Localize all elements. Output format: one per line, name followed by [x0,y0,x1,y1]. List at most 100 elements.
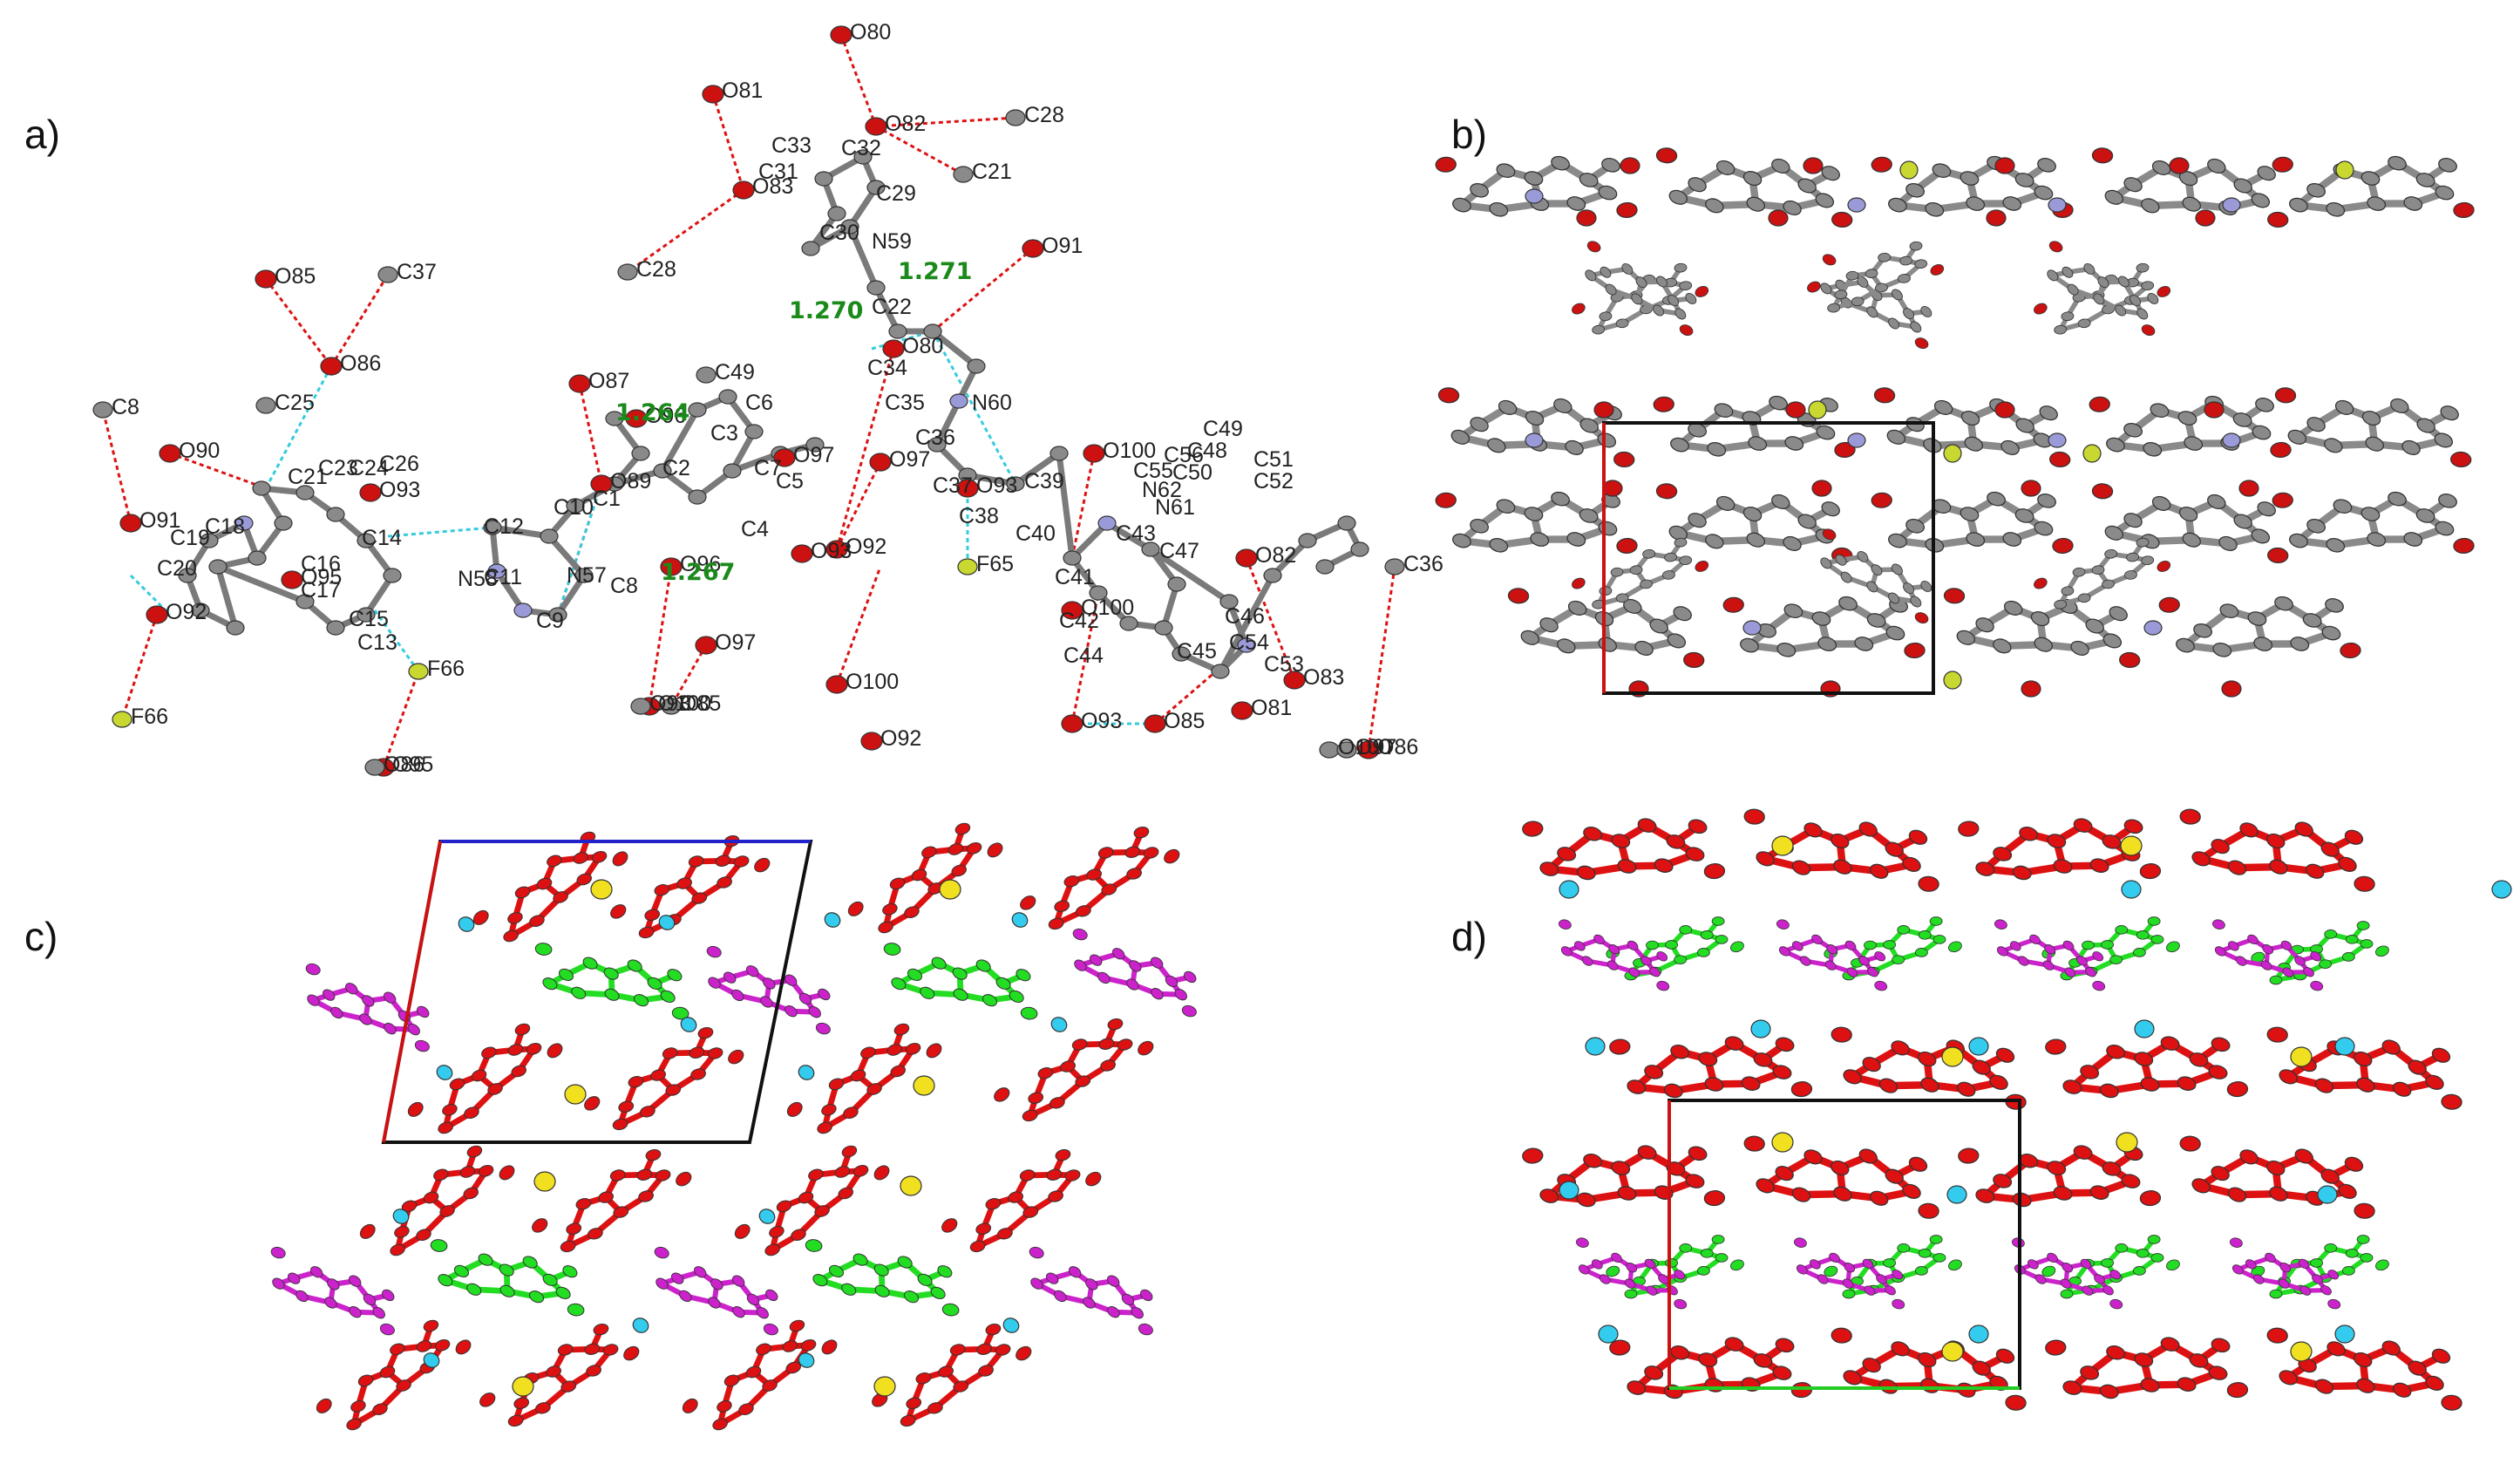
molecule-atom [609,1169,626,1181]
molecule-atom [1914,1266,1928,1276]
molecule-atom [481,1046,497,1059]
molecule-atom [1143,847,1159,859]
molecule-atom [627,959,642,972]
hbond-red [1070,453,1096,559]
molecule-atom [2252,1274,2265,1284]
molecule-atom [1649,618,1668,634]
molecule-atom [2136,308,2149,320]
oxygen-atom [2221,680,2242,698]
cyan-atom [824,912,841,928]
molecule [1522,1145,1726,1208]
molecule-atom [1972,1360,1991,1376]
molecule-atom [1960,507,1980,521]
molecule-atom [417,1005,430,1018]
atom-label: N62 [1142,478,1182,502]
molecule-atom [1496,499,1516,514]
molecule-atom [526,1042,542,1055]
molecule [359,1145,515,1256]
molecule-atom [1611,1252,1622,1263]
bond-length-label-4: 1.267 [661,559,735,586]
molecule-atom [2166,1259,2180,1271]
atom-label: C39 [1024,469,1064,494]
molecule-atom [893,1023,910,1036]
cyan-atom [436,1065,453,1080]
molecule-atom [1470,518,1489,534]
molecule-atom [1910,321,1922,333]
molecule-atom [598,1191,614,1203]
atom-label: O89 [610,469,651,494]
atom-label: C36 [1403,552,1443,576]
atom-label: O82 [885,112,926,136]
molecule-atom [1613,451,1635,467]
molecule-atom [1824,1265,1838,1277]
molecule [1437,387,1635,467]
atom-label: O90 [179,439,220,463]
molecule-atom [2150,935,2164,944]
hbond-cyan [871,330,934,351]
molecule [941,1148,1102,1253]
molecule-atom [1843,1069,1862,1085]
molecule-atom [1791,1187,1811,1202]
molecule-atom [2208,1365,2228,1380]
oxygen-atom [359,483,382,502]
oxygen-atom [773,448,796,467]
atom-label: C38 [959,504,999,528]
molecule-atom [2208,1065,2228,1079]
carbon-atom [1005,109,1026,126]
molecule-atom [2092,980,2106,991]
molecule-atom [1627,1079,1647,1094]
atom-label: C4 [741,517,769,541]
molecule-atom [1496,163,1516,178]
atom-label: C14 [362,526,402,550]
molecule-atom [571,986,587,999]
molecule-atom [2211,1037,2231,1052]
molecule-atom [1605,283,1617,296]
atom-label: N60 [972,391,1012,415]
molecule-atom [1844,1263,1856,1273]
ring-bond [1147,546,1233,605]
molecule-atom [2012,1192,2032,1208]
molecule-atom [350,1399,366,1413]
oxygen-atom [625,409,648,428]
carbon-atom [383,568,402,583]
oxygen-atom [732,180,755,200]
molecule-atom [2062,1263,2074,1273]
molecule [1020,826,1180,930]
molecule [1958,818,2162,881]
molecule-atom [2060,1289,2074,1299]
molecule-atom [2029,934,2041,945]
molecule-atom [466,1283,482,1296]
molecule-atom [2415,508,2435,523]
hbond-red [101,409,132,524]
molecule-atom [1857,276,1869,288]
molecule-atom [2053,859,2073,874]
atom-label: C55 [1133,459,1173,483]
molecule-atom [1840,571,1852,583]
ring-bond [546,533,588,579]
molecule-atom [1653,396,1674,412]
molecule-atom [953,988,968,1001]
molecule-atom [1679,925,1693,935]
molecule-atom [2115,304,2127,317]
carbon-atom [326,620,345,636]
molecule-atom [2014,508,2034,523]
panel-b-packing [1435,147,2475,698]
molecule-atom [691,892,708,904]
molecule-atom [650,1069,666,1081]
hbond-red [835,566,882,685]
hbond-red [329,274,390,367]
hbond-red [1070,592,1100,725]
molecule-atom [1892,955,1905,964]
molecule-atom [754,857,771,873]
molecule-atom [1933,399,1953,415]
molecule-atom [689,1046,705,1059]
molecule-atom [430,1239,448,1252]
carbon-atom [688,489,707,505]
molecule-atom [2034,577,2048,589]
molecule-atom [1015,969,1031,982]
molecule-atom [1730,941,1744,953]
molecule-atom [2151,495,2171,511]
molecule-atom [602,1344,619,1356]
molecule [1585,241,1697,337]
oxygen-atom [825,540,848,559]
